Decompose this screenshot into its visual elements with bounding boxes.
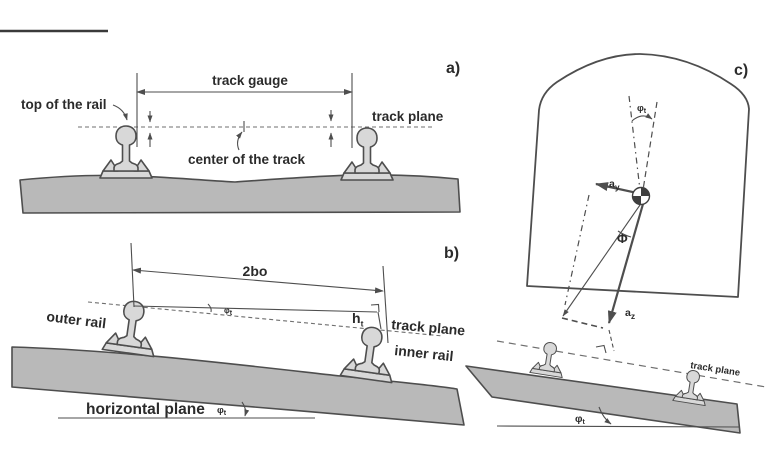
outer-rail-label: outer rail — [46, 308, 107, 331]
figure-b-canted-track: 2bo outer rail inner rail track plane ho… — [11, 242, 466, 426]
figure-b-track-plane-label: track plane — [391, 316, 466, 338]
phi-symbol: φ — [575, 413, 583, 425]
cant-angle-label-figc-bottom: φt — [575, 413, 586, 426]
center-of-track-leader-arrow — [236, 131, 243, 151]
phi-subscript: t — [230, 310, 233, 317]
body-axis-dashed-line — [642, 101, 658, 191]
vertical-acceleration-vector — [607, 203, 645, 324]
2bo-extension-line-left — [130, 242, 135, 308]
parallelogram-dashed-bottom — [561, 317, 604, 329]
resultant-acceleration-vector — [562, 204, 641, 317]
az-extension-dashed-line — [608, 329, 615, 352]
top-of-rail-leader-arrow — [112, 104, 128, 121]
cant-height-subscript: t — [361, 319, 364, 329]
cant-height-segment — [377, 311, 382, 330]
figure-b-ballast-bed — [11, 346, 465, 426]
top-of-rail-label: top of the rail — [21, 97, 107, 112]
cant-height-symbol: h — [352, 310, 361, 326]
figure-c-track-plane-dashed-line — [496, 340, 767, 388]
vertical-reference-dashdot-line — [628, 95, 641, 191]
figure-a-track-cross-section: track gauge top of the rail track plane … — [19, 60, 461, 214]
right-angle-marker-c — [595, 344, 607, 354]
cg-quadrant-bottomleft — [632, 196, 641, 205]
figure-c-tag: c) — [734, 62, 748, 79]
2bo-dimension-line — [132, 267, 384, 294]
figure-a-ballast-bed — [19, 174, 461, 214]
figure-b-track-plane-dashed-line — [87, 301, 444, 337]
roll-angle-arc — [617, 230, 632, 238]
cant-height-label: ht — [352, 310, 364, 329]
cg-quadrant-topright — [641, 187, 650, 196]
figure-c-horizontal-line — [496, 425, 740, 428]
cant-angle-arrow-bottom — [241, 401, 250, 417]
phi-subscript: t — [583, 419, 586, 426]
ay-symbol: a — [609, 178, 615, 190]
cant-angle-arrow-figc-bottom — [598, 406, 612, 425]
cant-angle-label-track: φt — [224, 306, 233, 317]
2bo-label: 2bo — [243, 263, 268, 279]
2bo-extension-line-right — [382, 265, 389, 344]
figure-c-vehicle-accelerations: φt ay az Φ track plane φt c) — [465, 53, 767, 434]
phi-symbol: φ — [217, 405, 224, 416]
cant-angle-label-top: φt — [637, 103, 647, 115]
cant-angle-label-bottom: φt — [217, 405, 227, 417]
right-angle-marker-b — [370, 303, 380, 313]
vertical-acceleration-label: az — [625, 307, 635, 321]
figure-a-track-plane-label: track plane — [372, 109, 444, 124]
lateral-acceleration-label: ay — [609, 178, 620, 192]
parallelogram-dashdot-side — [564, 194, 590, 306]
center-of-track-label: center of the track — [188, 152, 306, 167]
figure-b-tag: b) — [444, 245, 459, 262]
az-subscript: z — [631, 311, 635, 321]
inner-rail-label: inner rail — [394, 342, 454, 364]
phi-subscript: t — [644, 108, 647, 115]
figure-a-right-rail — [340, 127, 394, 181]
phi-subscript: t — [224, 410, 227, 417]
figure-a-tag: a) — [446, 60, 460, 77]
phi-symbol: φ — [637, 103, 644, 114]
horizontal-plane-label: horizontal plane — [86, 401, 205, 418]
lateral-acceleration-vector — [595, 182, 638, 195]
figure-c-ballast-bed — [465, 365, 741, 434]
ay-subscript: y — [615, 182, 620, 192]
figure-c-left-rail — [529, 339, 568, 379]
roll-angle-label: Φ — [617, 231, 628, 246]
az-symbol: a — [625, 307, 631, 319]
figure-a-left-rail — [99, 125, 153, 179]
cant-angle-arc-track — [207, 303, 212, 313]
phi-symbol: φ — [224, 306, 230, 315]
track-gauge-label: track gauge — [212, 73, 288, 88]
inner-rail — [339, 323, 400, 384]
cant-angle-arrow-top — [631, 113, 653, 122]
rail-top-reference-line — [133, 305, 378, 313]
